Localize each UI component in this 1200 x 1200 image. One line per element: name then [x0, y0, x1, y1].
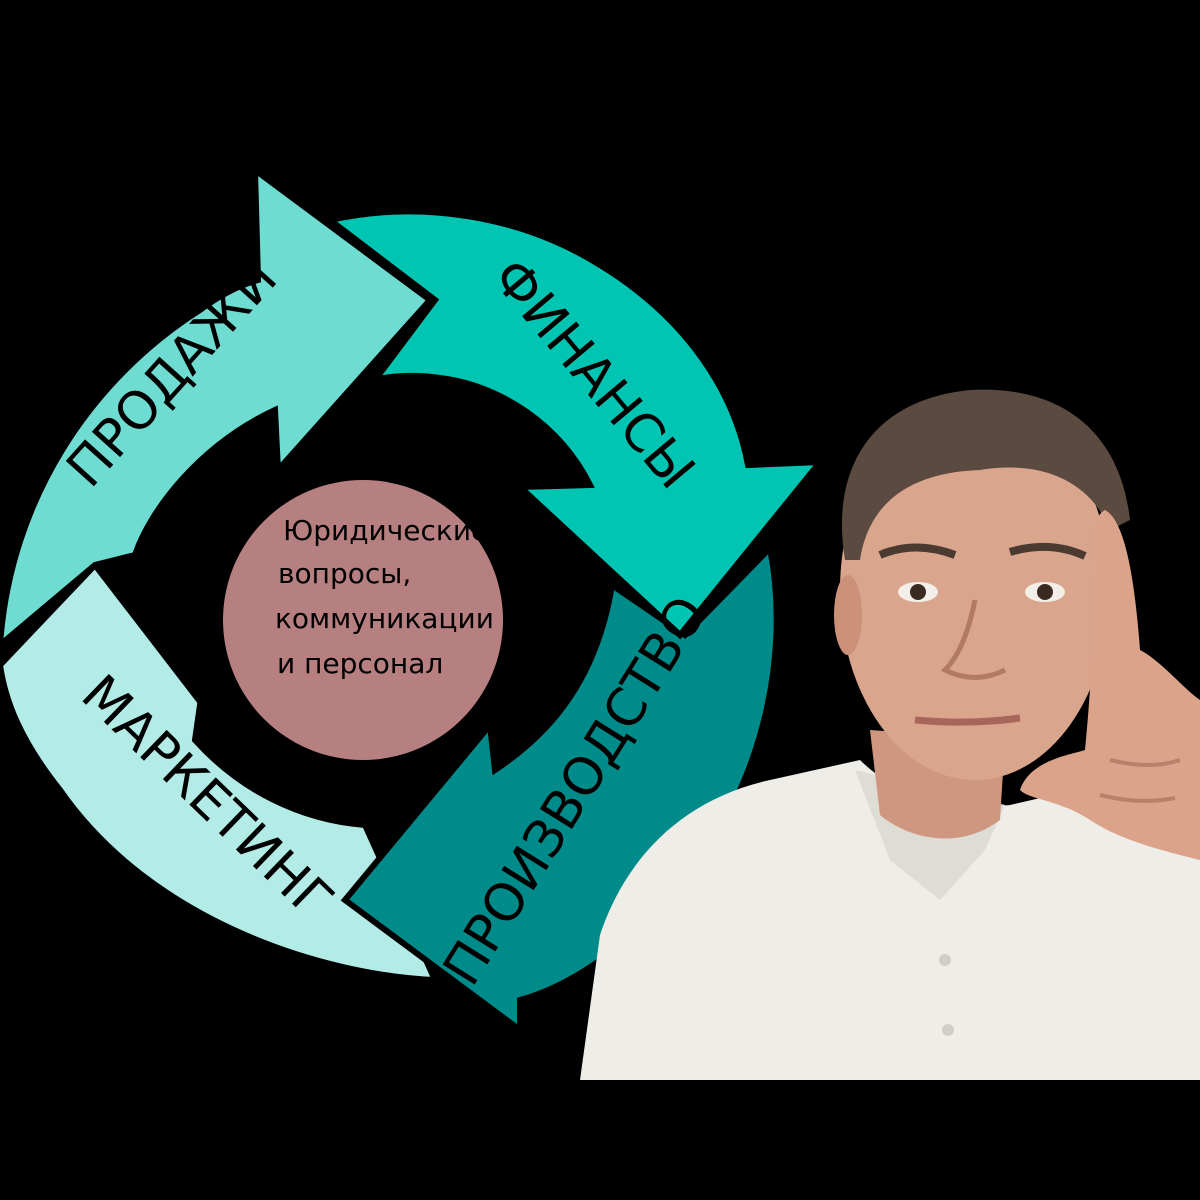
center-text: Юридические вопросы, коммуникации и перс… — [275, 514, 494, 680]
person-pupil-left — [910, 584, 926, 600]
person-photo — [580, 389, 1200, 1080]
segment-sales — [0, 163, 435, 649]
segment-finance — [323, 208, 827, 640]
center-line-1: Юридические — [283, 514, 488, 547]
person-nose — [940, 599, 1007, 680]
person-finger-line-2 — [1099, 793, 1176, 803]
person-eyebrow-left — [878, 543, 957, 559]
segment-marketing — [0, 560, 440, 984]
cycle-diagram — [0, 163, 827, 1036]
center-line-2: вопросы, — [278, 557, 411, 590]
person-hand — [1020, 510, 1200, 860]
person-shirt-button — [939, 954, 951, 966]
person-head — [840, 400, 1110, 780]
person-shirt-button — [942, 1024, 954, 1036]
person-eyebrow-right — [1008, 542, 1087, 560]
person-hair — [841, 389, 1130, 560]
person-finger-line — [1109, 758, 1181, 767]
person-pupil-right — [1037, 584, 1053, 600]
center-line-4: и персонал — [277, 647, 443, 680]
person-mouth — [914, 714, 1021, 726]
person-shirt — [580, 760, 1200, 1080]
center-line-3: коммуникации — [275, 602, 494, 635]
person-ear — [834, 575, 862, 655]
center-circle — [223, 480, 503, 760]
